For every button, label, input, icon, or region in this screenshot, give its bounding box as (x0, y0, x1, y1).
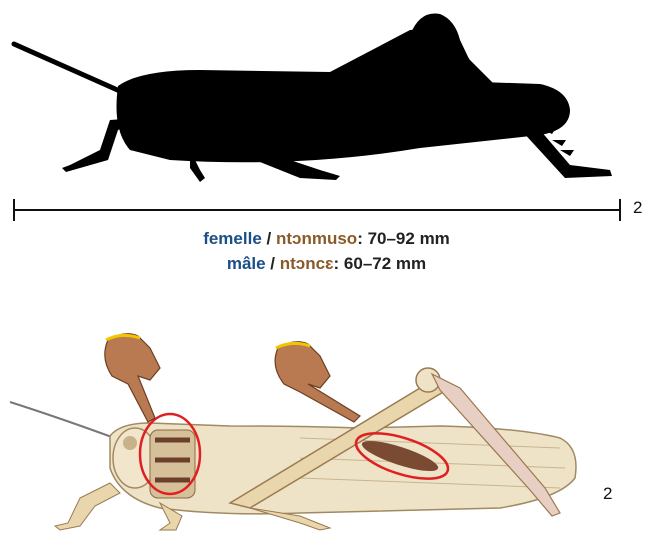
male-size-value: : 60–72 mm (334, 254, 427, 273)
separator: / (262, 229, 276, 248)
grasshopper-silhouette (0, 0, 653, 190)
female-size-value: : 70–92 mm (357, 229, 450, 248)
male-size-line: mâle / ntɔncɛ: 60–72 mm (0, 251, 653, 276)
size-caption: femelle / ntɔnmuso: 70–92 mm mâle / ntɔn… (0, 226, 653, 276)
figure-number: 2 (633, 198, 642, 218)
female-label-fr: femelle (203, 229, 262, 248)
male-label-fr: mâle (227, 254, 266, 273)
pointing-hand-icon (105, 334, 160, 422)
female-size-line: femelle / ntɔnmuso: 70–92 mm (0, 226, 653, 251)
pointing-hand-icon (275, 342, 360, 422)
grasshopper-illustration (0, 318, 653, 535)
female-label-bm: ntɔnmuso (276, 229, 357, 248)
separator: / (266, 254, 280, 273)
figure-number: 2 (603, 484, 612, 504)
male-label-bm: ntɔncɛ (280, 254, 334, 273)
